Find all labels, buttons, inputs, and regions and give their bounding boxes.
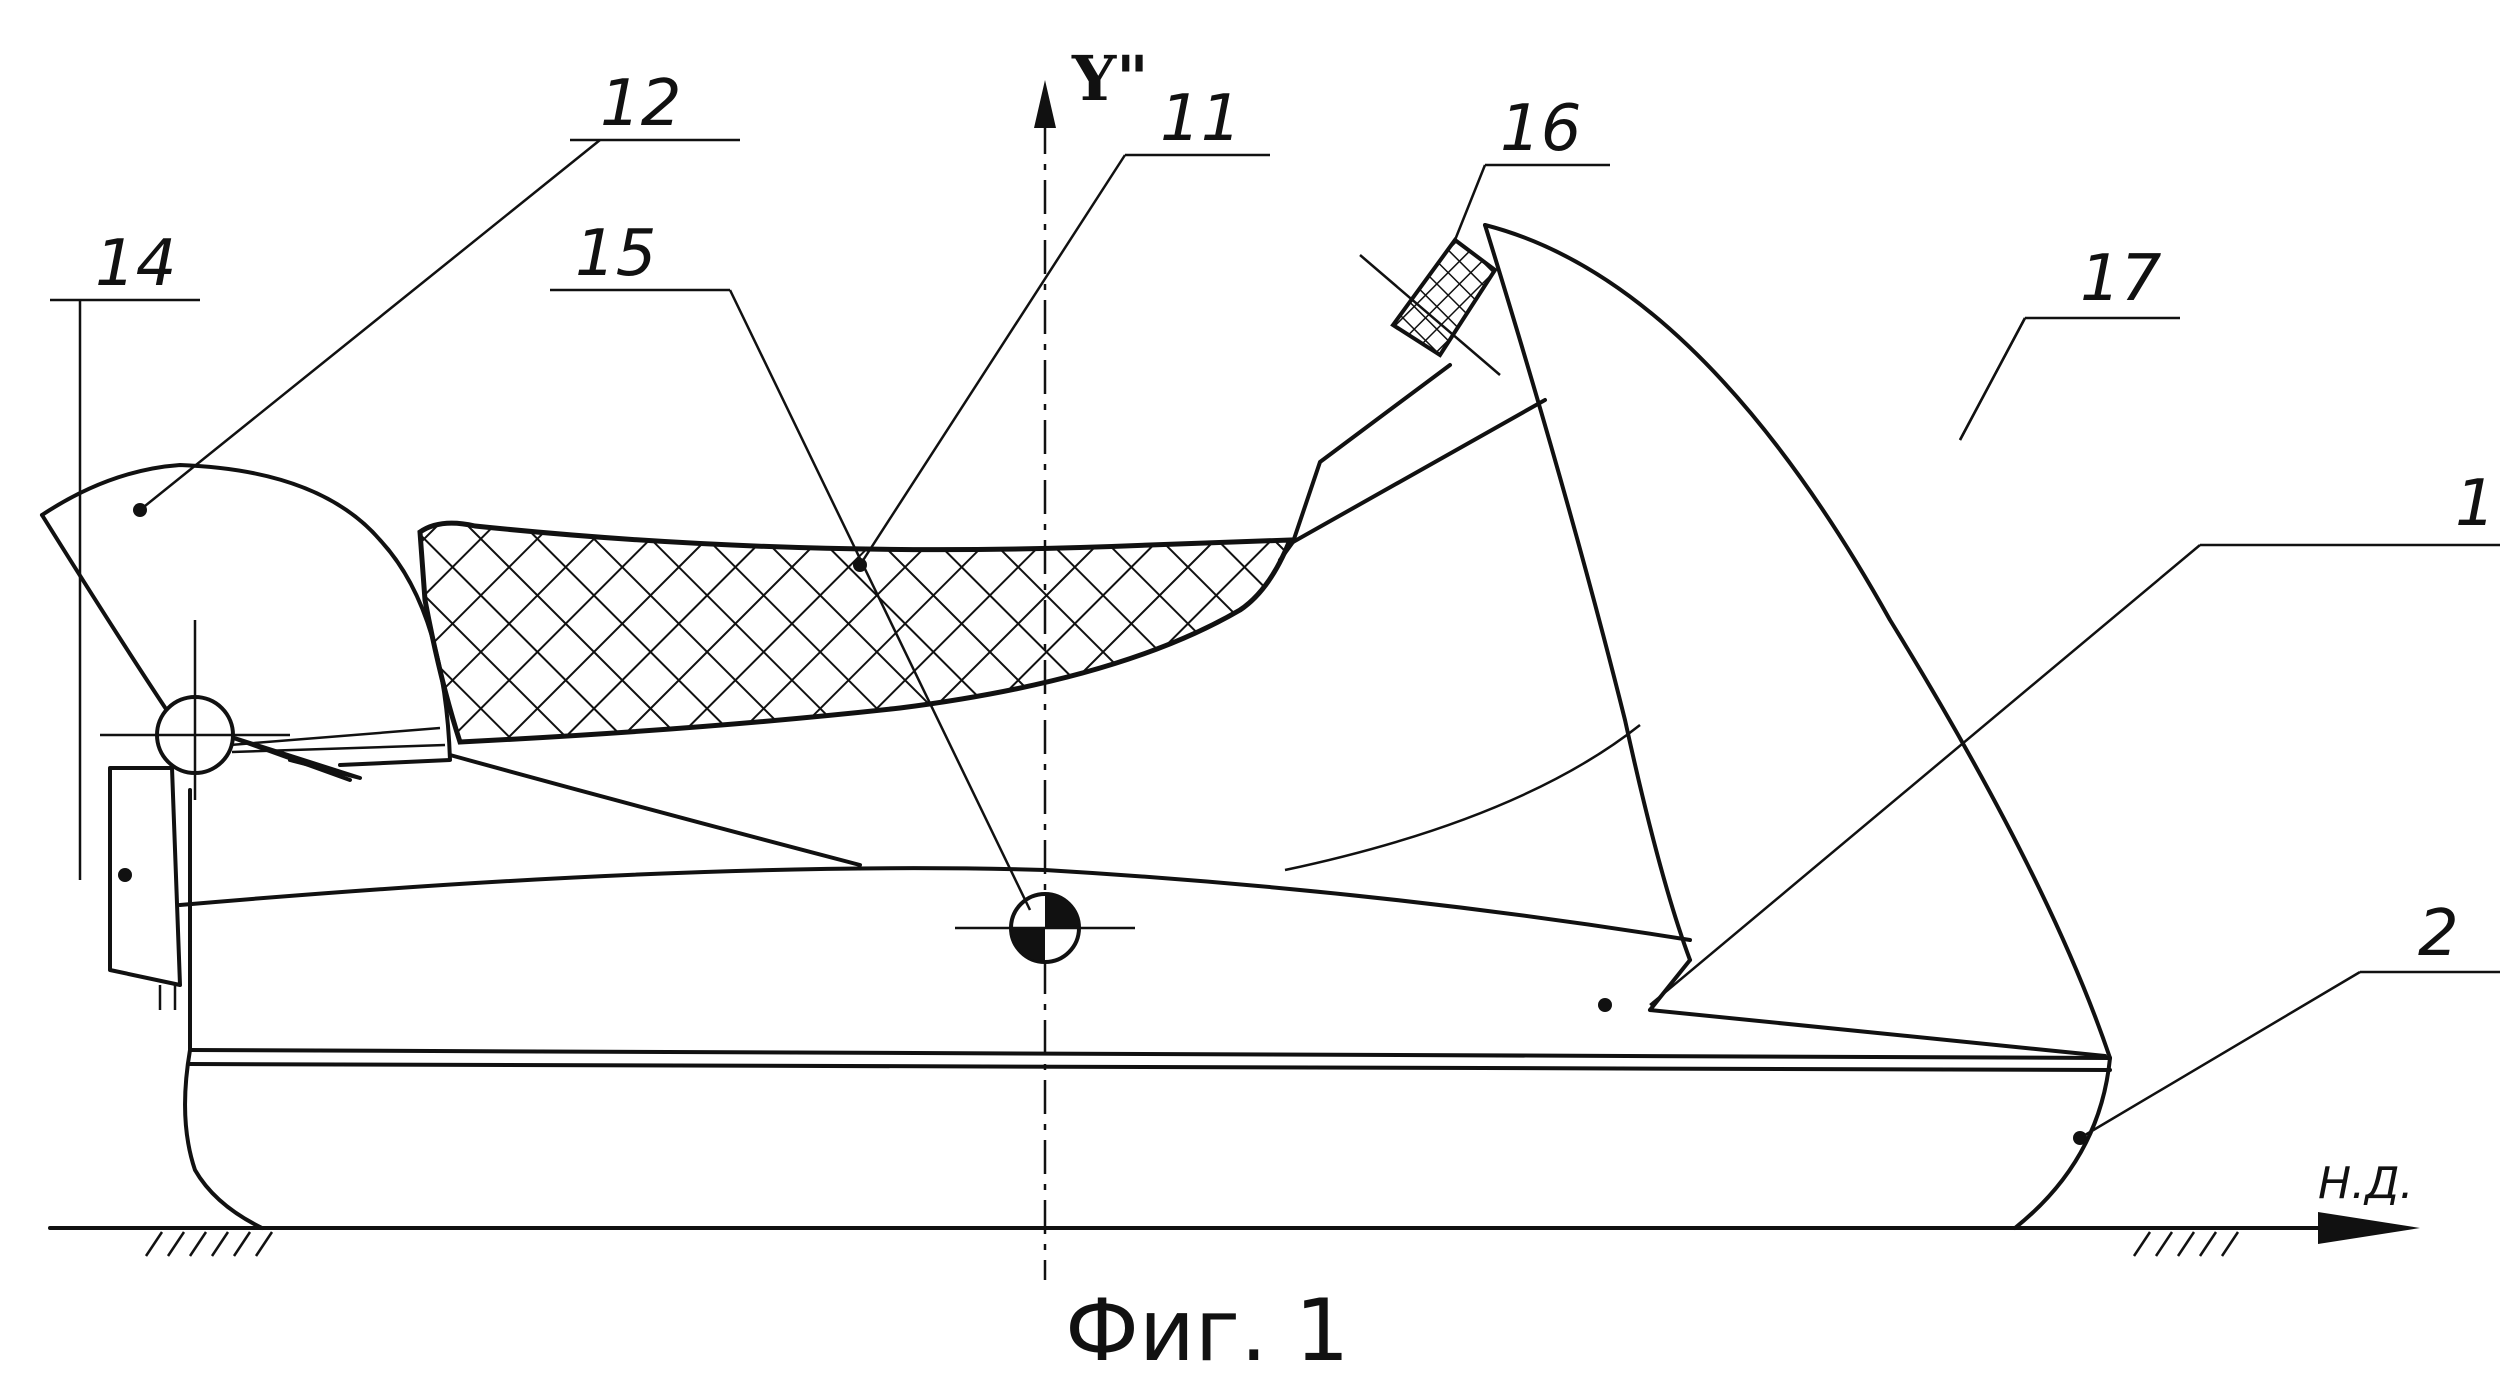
center-of-gravity [955,892,1135,964]
rear-block [108,766,182,1010]
fairing [1278,223,2112,1060]
label-2: 2 [2418,897,2459,971]
leader-lines [50,138,2500,1140]
label-17: 17 [2080,242,2162,316]
label-1: 1 [2455,467,2496,541]
axis-label: Y" [1071,42,1149,115]
hinge [100,620,446,800]
vertical-axis [1034,80,1056,1280]
hull [183,938,2112,1230]
ground [48,1212,2420,1257]
leader-dots [118,503,2087,1145]
label-14: 14 [95,227,176,301]
body [178,753,2107,1058]
grip [1359,237,1501,376]
label-15: 15 [575,217,656,291]
rear-cover [40,463,452,782]
label-16: 16 [1500,92,1581,166]
figure-caption: Фиг. 1 [1065,1281,1350,1381]
label-11: 11 [1160,82,1241,156]
seat [417,520,1294,745]
label-12: 12 [600,67,681,141]
direction-label: Н.Д. [2318,1158,2413,1209]
